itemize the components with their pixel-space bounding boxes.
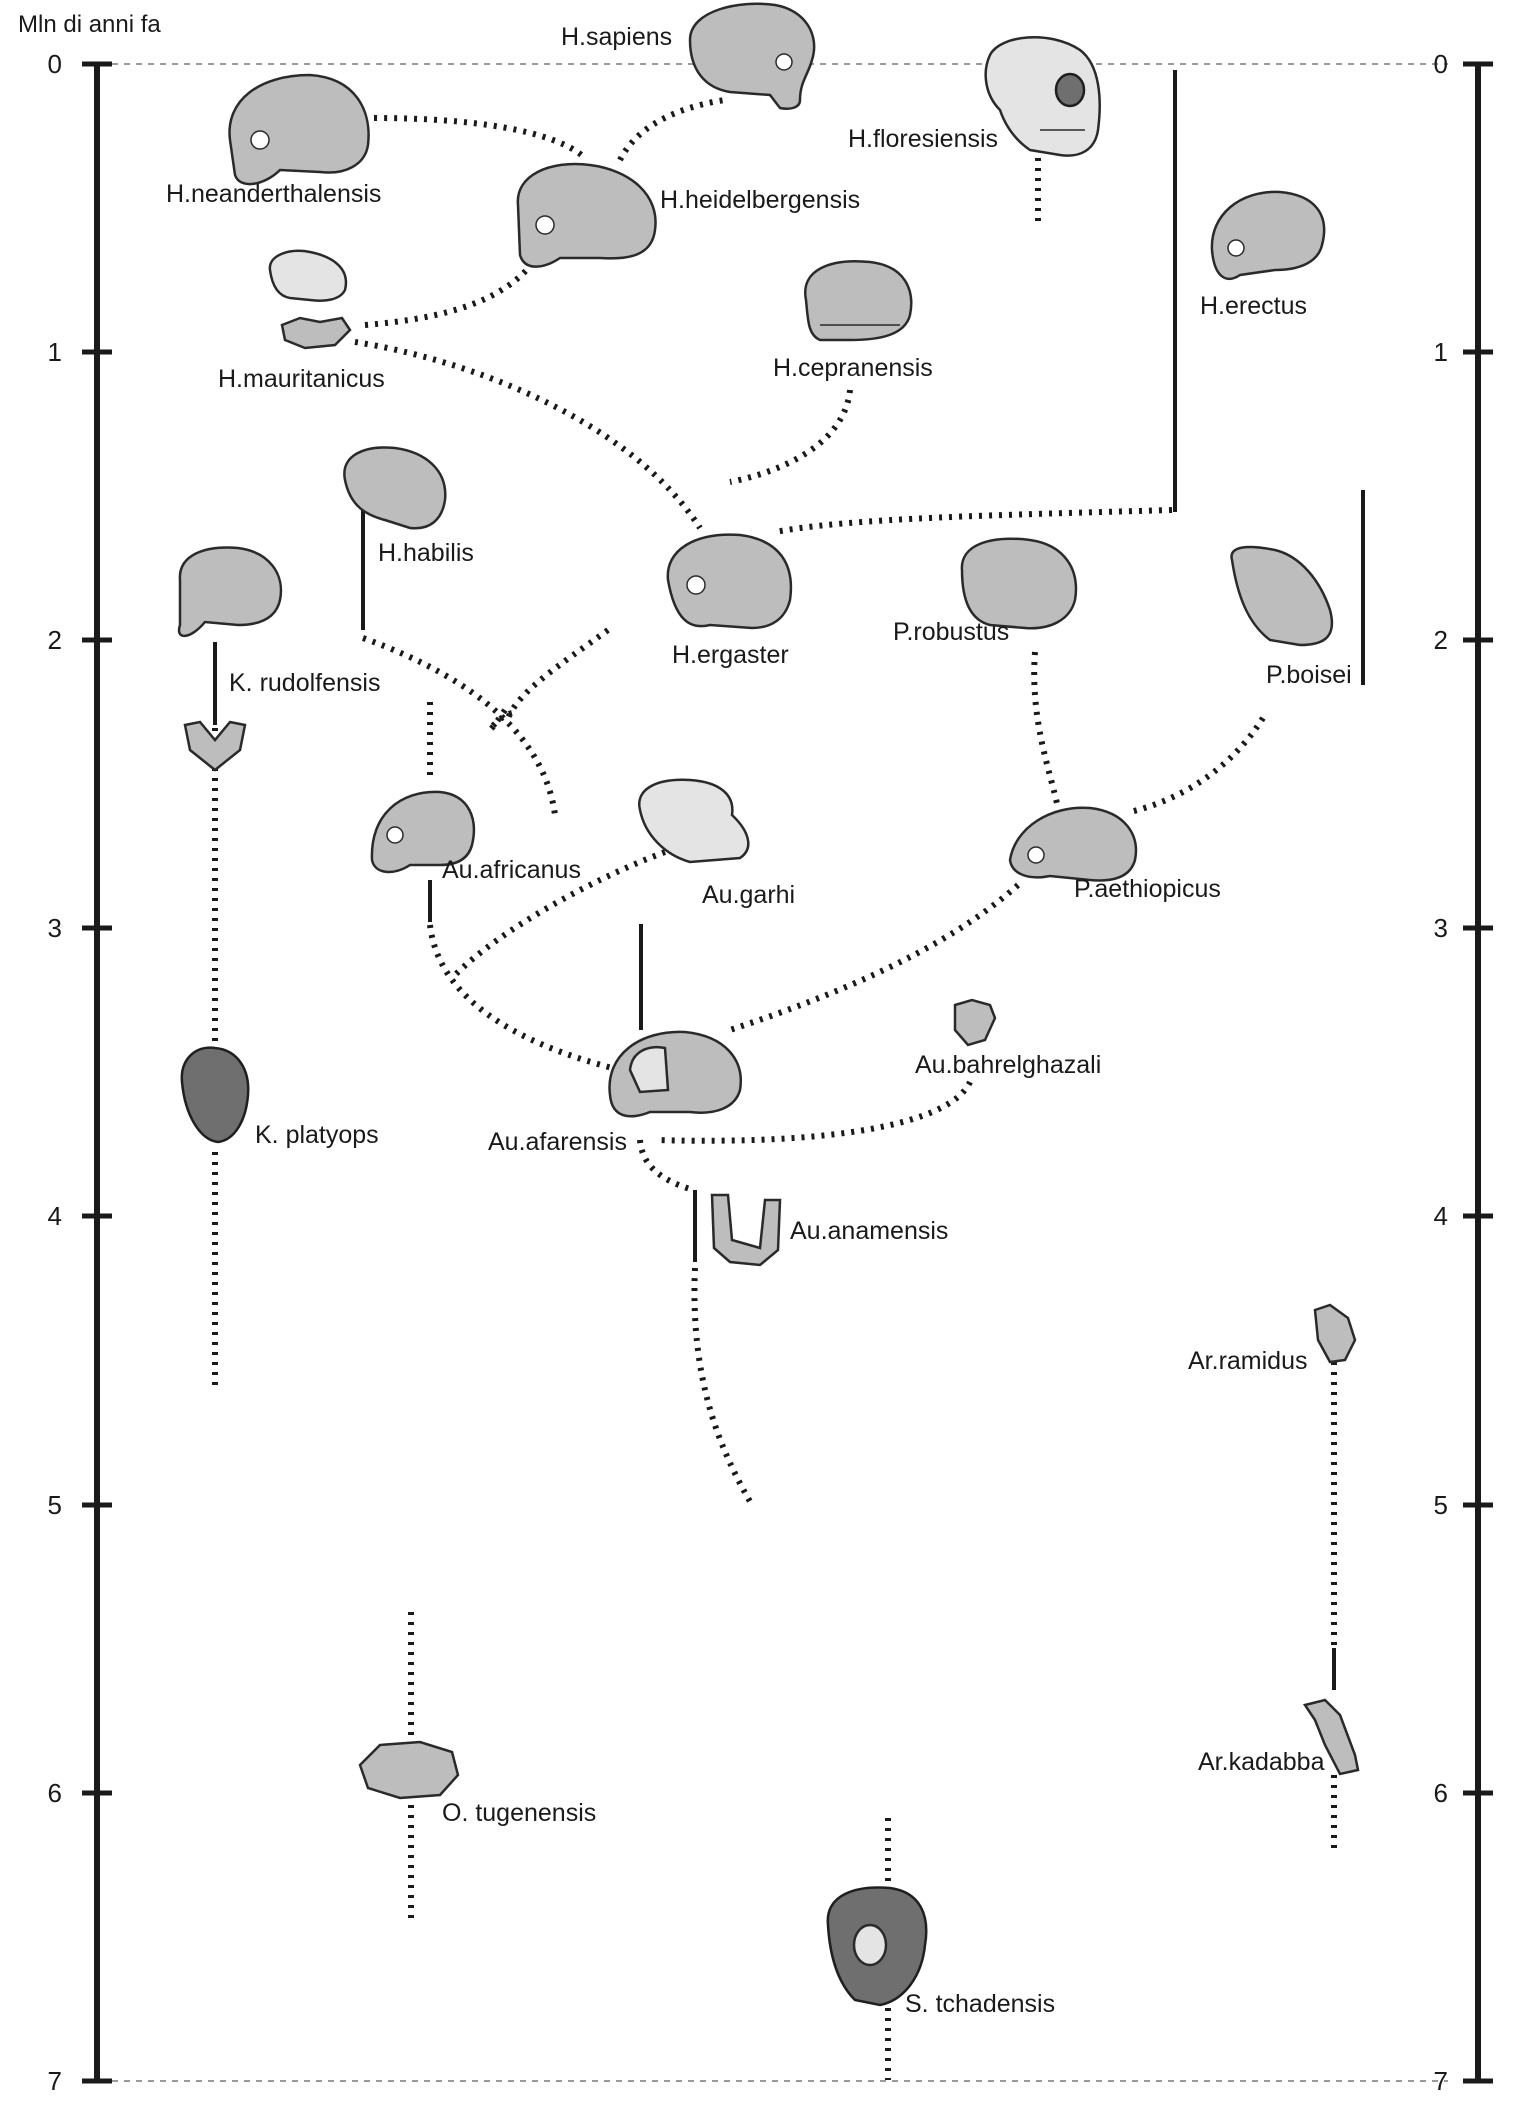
o-tugenensis-skull-icon — [358, 1740, 460, 1800]
label-h-cepranensis: H.cepranensis — [773, 354, 933, 382]
k-platyops-skull-icon — [180, 1046, 250, 1144]
label-au-afarensis: Au.afarensis — [488, 1128, 627, 1156]
h-habilis-skull-icon — [343, 446, 447, 530]
left-tick-label-4: 4 — [48, 1201, 62, 1231]
ergaster-short-dots — [487, 708, 513, 733]
h-mauritanicus-skull-icon — [268, 249, 352, 350]
label-h-neanderthalensis: H.neanderthalensis — [166, 180, 381, 208]
au-anamensis-skull-icon — [710, 1193, 782, 1267]
axis-unit-label: Mln di anni fa — [18, 11, 161, 38]
h-neanderthalensis-skull-icon — [228, 73, 370, 186]
label-au-garhi: Au.garhi — [702, 881, 795, 909]
skull-illustrations — [177, 2, 1360, 2007]
right-tick-label-5: 5 — [1434, 1490, 1448, 1520]
h-ergaster-skull-icon — [666, 533, 793, 630]
h-cepranensis-skull-icon — [803, 260, 913, 342]
label-ar-kadabba: Ar.kadabba — [1198, 1748, 1325, 1776]
heidelbergensis-to-sapiens-dots — [617, 97, 726, 162]
label-p-boisei: P.boisei — [1266, 661, 1352, 689]
label-h-ergaster: H.ergaster — [672, 641, 789, 669]
cepranensis-connector-dots — [729, 389, 853, 485]
right-tick-label-1: 1 — [1434, 337, 1448, 367]
robustus-to-aethiopicus-dots — [1031, 651, 1061, 809]
h-floresiensis-skull-icon — [984, 36, 1101, 157]
right-time-axis: 0 1 2 3 4 5 6 7 — [1434, 49, 1493, 2096]
right-tick-label-3: 3 — [1434, 913, 1448, 943]
label-s-tchadensis: S. tchadensis — [905, 1990, 1055, 2018]
label-o-tugenensis: O. tugenensis — [442, 1799, 596, 1827]
left-tick-label-2: 2 — [48, 625, 62, 655]
aethiopicus-to-afarensis-dots — [729, 882, 1021, 1033]
ar-ramidus-skull-icon — [1313, 1303, 1357, 1364]
habilis-lineage-dots — [361, 635, 558, 816]
label-h-habilis: H.habilis — [378, 539, 474, 567]
label-au-anamensis: Au.anamensis — [790, 1217, 948, 1245]
p-boisei-skull-icon — [1230, 545, 1333, 647]
left-time-axis: 0 1 2 3 4 5 6 7 — [48, 49, 112, 2096]
p-robustus-skull-icon — [960, 537, 1078, 630]
right-tick-label-7: 7 — [1434, 2066, 1448, 2096]
neanderthalensis-to-heidelbergensis-dots — [373, 115, 588, 161]
lineage-connectors — [212, 70, 1365, 2080]
left-tick-label-7: 7 — [48, 2066, 62, 2096]
au-garhi-skull-icon — [638, 778, 750, 864]
h-erectus-skull-icon — [1210, 190, 1326, 281]
left-tick-label-6: 6 — [48, 1778, 62, 1808]
africanus-to-afarensis-dots — [427, 924, 621, 1073]
label-k-platyops: K. platyops — [255, 1121, 379, 1149]
mauritanicus-to-heidelbergensis-dots — [364, 258, 538, 328]
k-rudolfensis-skull-icon — [177, 546, 283, 772]
bahrelghazali-to-afarensis-dots — [654, 1080, 973, 1144]
right-tick-label-6: 6 — [1434, 1778, 1448, 1808]
au-bahrelghazali-skull-icon — [953, 998, 997, 1047]
ergaster-to-origin-dots — [505, 627, 610, 720]
h-heidelbergensis-skull-icon — [516, 162, 657, 268]
s-tchadensis-skull-icon — [826, 1886, 928, 2007]
right-tick-label-0: 0 — [1434, 49, 1448, 79]
label-p-robustus: P.robustus — [893, 618, 1009, 646]
left-tick-label-1: 1 — [48, 337, 62, 367]
left-tick-label-5: 5 — [48, 1490, 62, 1520]
boisei-to-aethiopicus-dots — [1129, 716, 1266, 815]
garhi-to-africanus-dots — [452, 849, 667, 978]
label-h-mauritanicus: H.mauritanicus — [218, 365, 385, 393]
label-au-africanus: Au.africanus — [442, 856, 581, 884]
label-h-floresiensis: H.floresiensis — [848, 125, 998, 153]
right-tick-label-4: 4 — [1434, 1201, 1448, 1231]
label-ar-ramidus: Ar.ramidus — [1188, 1347, 1307, 1375]
left-tick-label-0: 0 — [48, 49, 62, 79]
label-h-heidelbergensis: H.heidelbergensis — [660, 186, 860, 214]
label-h-sapiens: H.sapiens — [561, 23, 672, 51]
h-sapiens-skull-icon — [688, 2, 816, 110]
left-tick-label-3: 3 — [48, 913, 62, 943]
erectus-to-ergaster-dots — [774, 507, 1173, 535]
p-aethiopicus-skull-icon — [1008, 806, 1138, 882]
label-p-aethiopicus: P.aethiopicus — [1074, 875, 1221, 903]
label-k-rudolfensis: K. rudolfensis — [229, 669, 380, 697]
right-tick-label-2: 2 — [1434, 625, 1448, 655]
afarensis-to-anamensis-dots — [637, 1139, 694, 1193]
ar-kadabba-skull-icon — [1302, 1698, 1360, 1776]
au-afarensis-skull-icon — [608, 1030, 742, 1118]
au-africanus-skull-icon — [370, 790, 476, 874]
label-au-bahrelghazali: Au.bahrelghazali — [915, 1051, 1101, 1079]
taxon-labels: H.sapiens H.floresiensis H.neanderthalen… — [166, 23, 1352, 2018]
label-h-erectus: H.erectus — [1200, 292, 1307, 320]
anamensis-lower-dots — [691, 1267, 755, 1507]
